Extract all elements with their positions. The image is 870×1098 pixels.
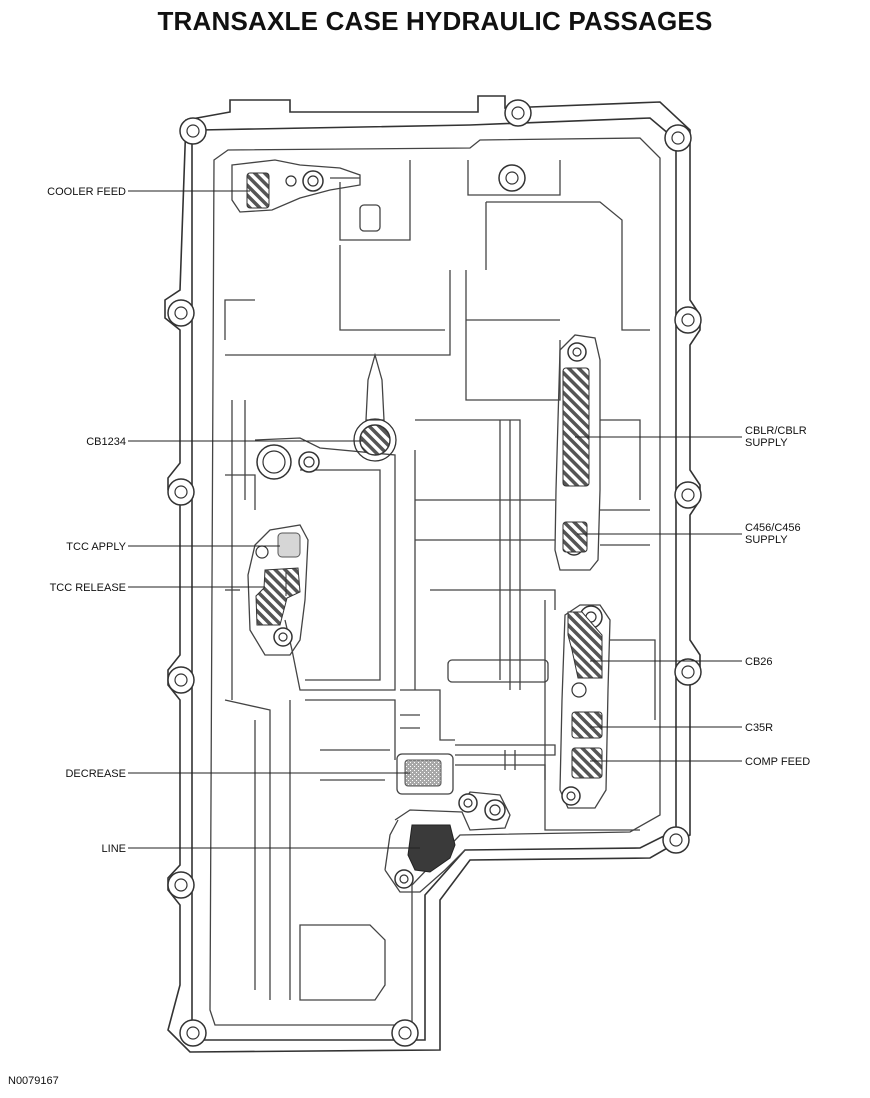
passages	[246, 172, 603, 873]
c456-supply-passage	[562, 521, 588, 553]
tcc-apply-passage	[277, 532, 301, 558]
leader-lines	[128, 190, 742, 849]
label-line: LINE	[102, 843, 126, 855]
bolt-holes	[167, 99, 702, 1047]
page-title: TRANSAXLE CASE HYDRAULIC PASSAGES	[157, 6, 713, 36]
interior-channels	[224, 159, 656, 1001]
label-cblr-2: SUPPLY	[745, 437, 788, 449]
label-comp-feed: COMP FEED	[745, 756, 810, 768]
line-passage	[407, 824, 456, 873]
decrease-passage	[404, 759, 442, 787]
label-cb1234: CB1234	[86, 436, 126, 448]
label-tcc-apply: TCC APPLY	[66, 541, 126, 553]
cb1234-passage	[359, 424, 391, 456]
comp-feed-passage	[571, 747, 603, 779]
c35r-passage	[571, 711, 603, 739]
reference-number: N0079167	[8, 1075, 59, 1087]
label-decrease: DECREASE	[65, 768, 126, 780]
label-tcc-release: TCC RELEASE	[50, 582, 126, 594]
callout-labels: COOLER FEED CB1234 TCC APPLY TCC RELEASE…	[47, 186, 810, 855]
cooler-feed-passage	[246, 172, 270, 209]
label-c35r: C35R	[745, 722, 773, 734]
label-cooler-feed: COOLER FEED	[47, 186, 126, 198]
label-cblr-1: CBLR/CBLR	[745, 425, 807, 437]
ports	[255, 170, 603, 889]
label-cb26: CB26	[745, 656, 773, 668]
label-c456-1: C456/C456	[745, 522, 801, 534]
cblr-supply-passage	[562, 367, 590, 487]
tcc-release-passage	[255, 567, 301, 626]
case-outline	[164, 95, 701, 1053]
label-c456-2: SUPPLY	[745, 534, 788, 546]
